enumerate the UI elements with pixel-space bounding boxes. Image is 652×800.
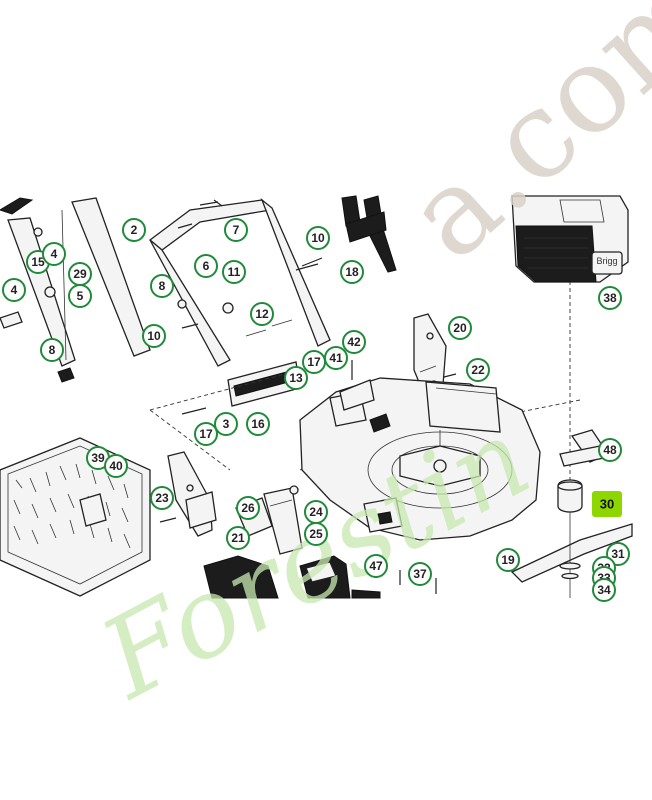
svg-text:7: 7 [233,223,240,237]
callout-part[interactable]: 26 [236,496,260,520]
callout-part[interactable]: 11 [222,260,246,284]
svg-text:21: 21 [231,531,245,545]
callout-part[interactable]: 12 [250,302,274,326]
callout-part[interactable]: 19 [496,548,520,572]
callout-part[interactable]: 4 [2,278,26,302]
svg-text:17: 17 [199,427,213,441]
svg-text:10: 10 [311,231,325,245]
engine: Brigg [511,195,629,283]
svg-text:37: 37 [413,567,427,581]
svg-text:8: 8 [49,343,56,357]
svg-text:31: 31 [611,547,625,561]
svg-text:24: 24 [309,505,323,519]
grass-catcher [0,437,151,597]
svg-text:16: 16 [251,417,265,431]
callout-part[interactable]: 25 [304,522,328,546]
highlighted-part-label: 30 [600,497,614,512]
callout-part[interactable]: 20 [448,316,472,340]
svg-text:5: 5 [77,289,84,303]
svg-text:4: 4 [11,283,18,297]
callout-part[interactable]: 29 [68,262,92,286]
callout-part[interactable]: 2 [122,218,146,242]
callout-part[interactable]: 13 [284,366,308,390]
svg-text:4: 4 [51,247,58,261]
svg-text:48: 48 [603,443,617,457]
callout-part[interactable]: 17 [302,350,326,374]
svg-text:40: 40 [109,459,123,473]
callout-part[interactable]: 4 [42,242,66,266]
svg-text:42: 42 [347,335,361,349]
height-lever [341,195,397,273]
callout-part[interactable]: 3 [214,412,238,436]
callout-part[interactable]: 7 [224,218,248,242]
callout-part[interactable]: 24 [304,500,328,524]
front-bracket [167,451,217,537]
callout-part[interactable]: 21 [226,526,250,550]
svg-text:25: 25 [309,527,323,541]
svg-text:2: 2 [131,223,138,237]
callout-part[interactable]: 34 [592,578,616,602]
callout-part[interactable]: 10 [142,324,166,348]
svg-text:29: 29 [73,267,87,281]
callout-part[interactable]: 23 [150,486,174,510]
svg-text:15: 15 [31,255,45,269]
svg-text:12: 12 [255,307,269,321]
svg-text:23: 23 [155,491,169,505]
svg-text:38: 38 [603,291,617,305]
callout-part[interactable]: 22 [466,358,490,382]
callout-part[interactable]: 18 [340,260,364,284]
handle-upper [148,197,331,367]
svg-text:26: 26 [241,501,255,515]
svg-text:39: 39 [91,451,105,465]
svg-text:10: 10 [147,329,161,343]
callout-part[interactable]: 31 [606,542,630,566]
callout-part[interactable]: 48 [598,438,622,462]
svg-text:13: 13 [289,371,303,385]
callout-part[interactable]: 5 [68,284,92,308]
part-callouts: 2 7 10 15 4 29 5 4 8 10 6 11 12 8 42 17 … [2,218,630,602]
handle-lower-left [0,197,151,383]
callout-part[interactable]: 37 [408,562,432,586]
callout-part[interactable]: 41 [324,346,348,370]
svg-text:19: 19 [501,553,515,567]
svg-text:3: 3 [223,417,230,431]
svg-text:34: 34 [597,583,611,597]
callout-part[interactable]: 42 [342,330,366,354]
highlighted-callout-30[interactable]: 30 [592,491,622,517]
diagram-bottom-fade [0,598,652,800]
callout-part[interactable]: 8 [150,274,174,298]
handle-crossbar [227,319,301,407]
svg-text:17: 17 [307,355,321,369]
svg-text:11: 11 [228,265,241,279]
callout-part[interactable]: 17 [194,422,218,446]
rear-flap [425,381,501,433]
callout-part[interactable]: 10 [306,226,330,250]
svg-text:6: 6 [203,259,210,273]
callout-part[interactable]: 8 [40,338,64,362]
callout-part[interactable]: 40 [104,454,128,478]
svg-text:20: 20 [453,321,467,335]
svg-text:18: 18 [345,265,359,279]
callout-part[interactable]: 16 [246,412,270,436]
callout-part[interactable]: 47 [364,554,388,578]
svg-text:47: 47 [369,559,383,573]
svg-text:41: 41 [329,351,343,365]
callout-part[interactable]: 6 [194,254,218,278]
engine-label: Brigg [596,256,617,266]
svg-text:8: 8 [159,279,166,293]
callout-part[interactable]: 38 [598,286,622,310]
svg-text:22: 22 [471,363,485,377]
bottom-black-parts [203,555,381,599]
